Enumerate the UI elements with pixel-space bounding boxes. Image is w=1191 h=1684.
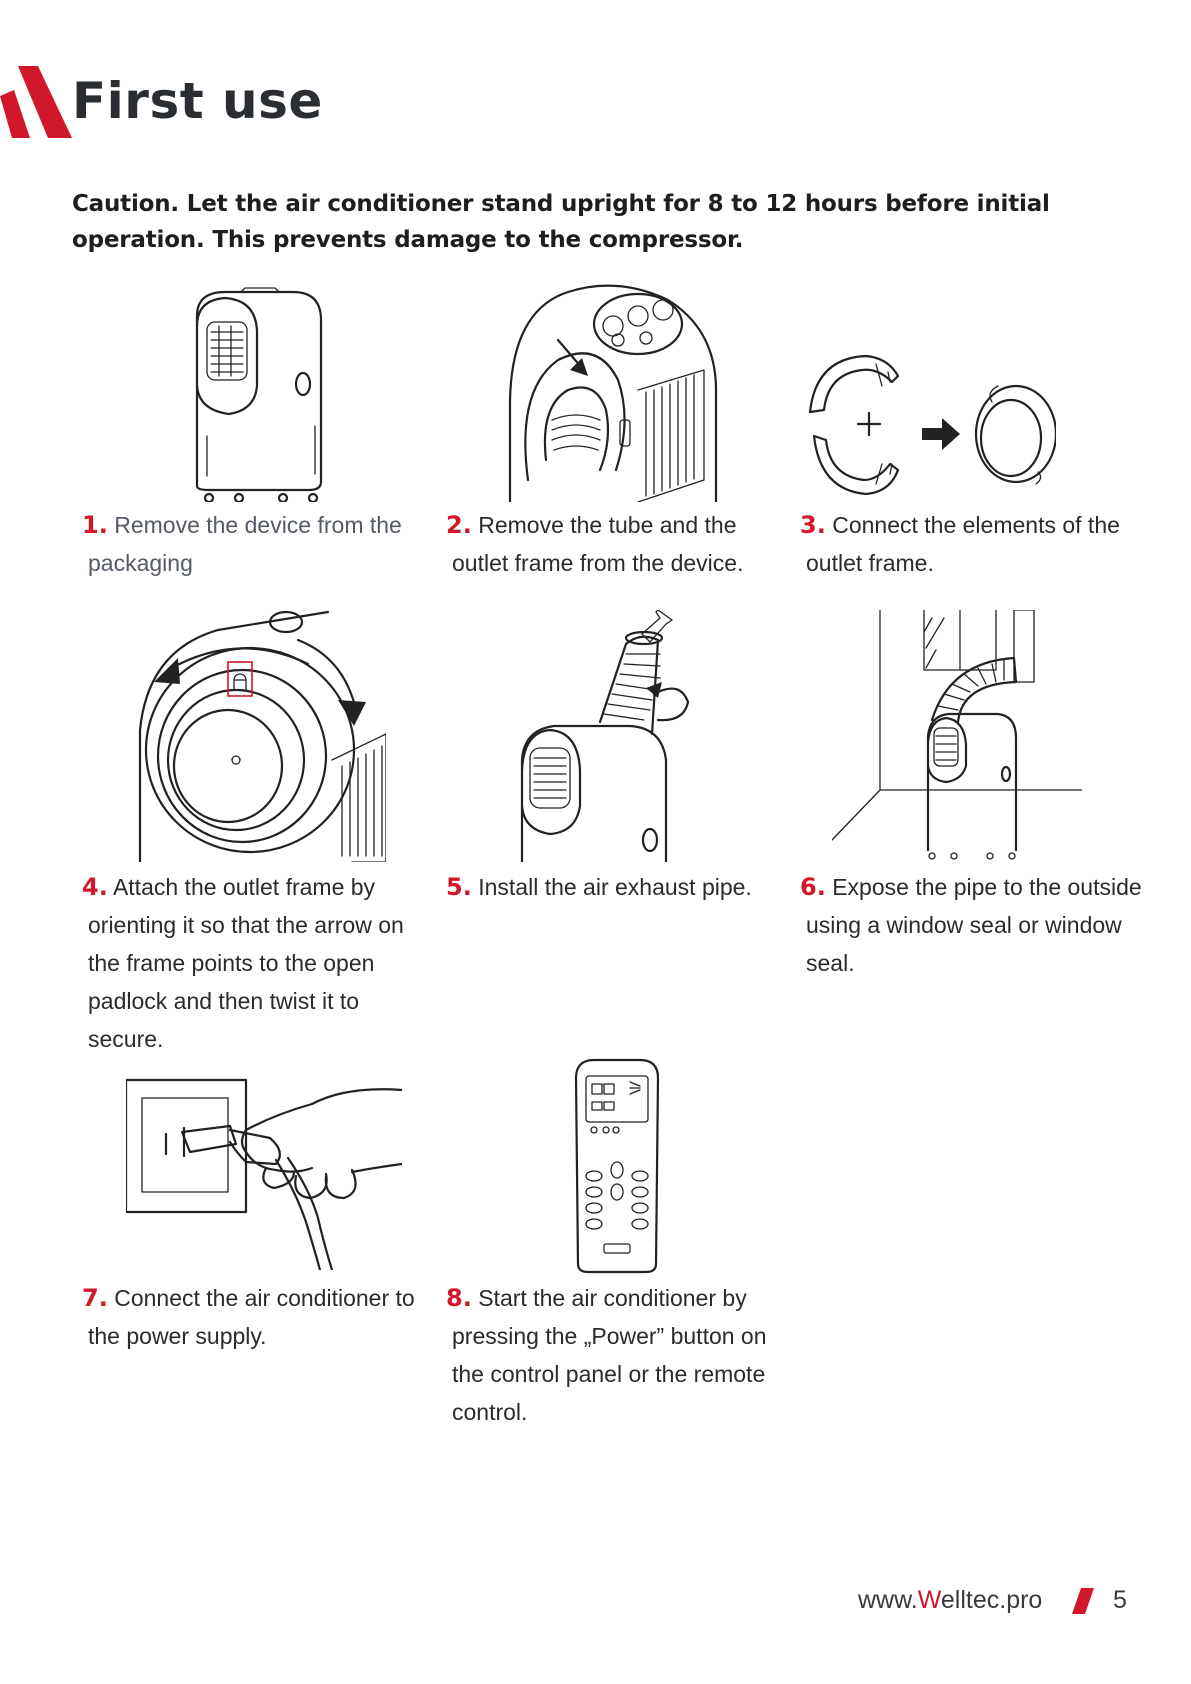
step-number: 1. xyxy=(82,511,108,539)
step-5-illustration xyxy=(520,610,716,862)
step-number: 8. xyxy=(446,1284,472,1312)
step-4-illustration xyxy=(138,610,386,862)
step-3-illustration xyxy=(806,352,1056,502)
caution-text: Caution. Let the air conditioner stand u… xyxy=(72,186,1152,258)
step-2-caption: 2. Remove the tube and the outlet frame … xyxy=(446,506,792,582)
step-number: 4. xyxy=(82,873,108,901)
step-text: Start the air conditioner by pressing th… xyxy=(452,1285,767,1425)
step-6-illustration xyxy=(832,610,1082,860)
footer-url-prefix: www. xyxy=(858,1586,918,1614)
footer-url-brand-letter: W xyxy=(918,1586,941,1614)
step-1-caption: 1. Remove the device from the packaging xyxy=(82,506,428,582)
step-2-illustration xyxy=(508,280,718,502)
step-8-illustration xyxy=(572,1058,662,1274)
step-text: Attach the outlet frame by orienting it … xyxy=(88,874,404,1052)
step-7-illustration xyxy=(126,1072,402,1270)
step-number: 2. xyxy=(446,511,472,539)
step-6-caption: 6. Expose the pipe to the outside using … xyxy=(800,868,1146,982)
page-title: First use xyxy=(72,68,323,134)
step-8-caption: 8. Start the air conditioner by pressing… xyxy=(446,1279,792,1431)
step-7-caption: 7. Connect the air conditioner to the po… xyxy=(82,1279,428,1355)
footer-slash-icon xyxy=(1072,1588,1094,1614)
footer-website: www.Welltec.pro xyxy=(858,1586,1042,1615)
step-text: Connect the air conditioner to the power… xyxy=(88,1285,415,1349)
brand-accent-icon xyxy=(0,66,72,138)
page-number: 5 xyxy=(1113,1586,1127,1615)
step-4-caption: 4. Attach the outlet frame by orienting … xyxy=(82,868,428,1058)
step-number: 3. xyxy=(800,511,826,539)
step-5-caption: 5. Install the air exhaust pipe. xyxy=(446,868,792,906)
footer-url-suffix: elltec.pro xyxy=(941,1586,1042,1614)
step-text: Remove the device from the packaging xyxy=(88,512,402,576)
step-text: Install the air exhaust pipe. xyxy=(478,874,752,900)
step-text: Expose the pipe to the outside using a w… xyxy=(806,874,1142,976)
step-text: Connect the elements of the outlet frame… xyxy=(806,512,1120,576)
step-3-caption: 3. Connect the elements of the outlet fr… xyxy=(800,506,1146,582)
step-number: 5. xyxy=(446,873,472,901)
step-1-illustration xyxy=(185,286,335,502)
step-number: 6. xyxy=(800,873,826,901)
step-text: Remove the tube and the outlet frame fro… xyxy=(452,512,743,576)
step-number: 7. xyxy=(82,1284,108,1312)
